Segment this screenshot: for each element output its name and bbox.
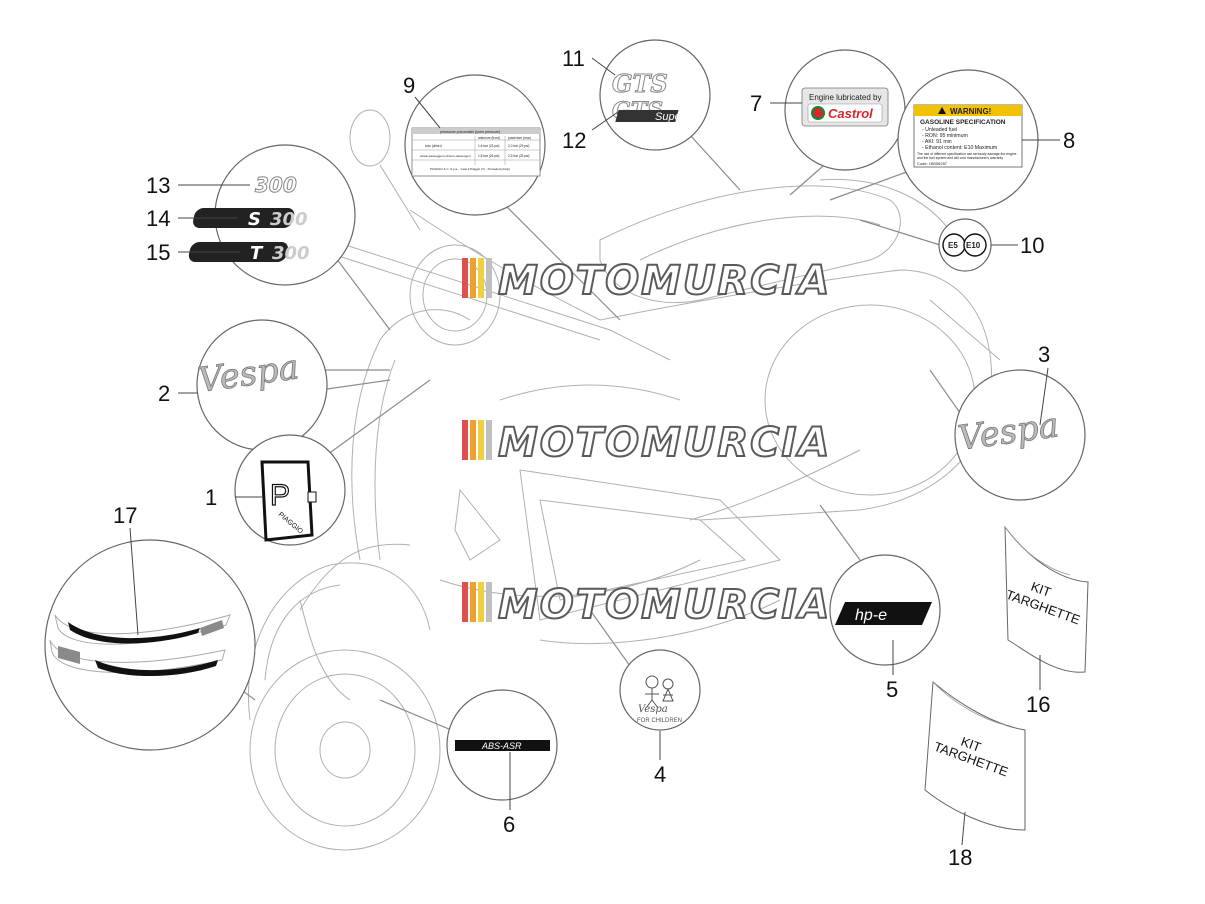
callout-8: 8: [1063, 128, 1075, 153]
svg-text:WARNING!: WARNING!: [950, 107, 991, 116]
svg-text:pilota+passeggero (driver+pass: pilota+passeggero (driver+passenger): [420, 154, 471, 158]
circle-4: [619, 649, 701, 731]
callout-4: 4: [654, 762, 666, 787]
watermarks: MOTOMURCIA MOTOMURCIA MOTOMURCIA: [462, 257, 831, 629]
circle-3: [954, 369, 1086, 501]
300-badges: 300 S 300 T 300: [188, 173, 310, 264]
kit-bag-16: KIT TARGHETTE: [1004, 525, 1089, 673]
scooter-drawing: [248, 109, 1001, 851]
circle-17: [44, 539, 256, 751]
callout-2: 2: [158, 381, 170, 406]
svg-text:FOR CHILDREN: FOR CHILDREN: [637, 718, 682, 724]
svg-text:2.0 bar (29 psi): 2.0 bar (29 psi): [508, 144, 529, 148]
callout-7: 7: [750, 91, 762, 116]
svg-text:- RON: 95 minimum: - RON: 95 minimum: [922, 133, 968, 139]
svg-text:The use of different specifica: The use of different specification can s…: [917, 152, 1017, 156]
gts-emblem: GTS: [612, 69, 668, 98]
svg-text:E10: E10: [966, 241, 981, 250]
circle-11-12: [599, 39, 711, 151]
t300-number: 300: [272, 243, 310, 264]
for-children-badge: Vespa FOR CHILDREN: [637, 675, 682, 724]
svg-text:- AKI: 91 min: - AKI: 91 min: [922, 139, 952, 145]
callout-10: 10: [1020, 233, 1044, 258]
kit-bag-18: KIT TARGHETTE: [924, 680, 1026, 831]
castrol-label: Engine lubricated by Castrol: [801, 87, 889, 127]
svg-text:GASOLINE SPECIFICATION: GASOLINE SPECIFICATION: [920, 119, 1006, 126]
svg-text:pressione pneumatici (tyres pr: pressione pneumatici (tyres pressure): [440, 130, 500, 134]
tyre-pressure-label: pressione pneumatici (tyres pressure) an…: [411, 127, 541, 177]
svg-text:PIAGGIO & C. S.p.a. - www.it P: PIAGGIO & C. S.p.a. - www.it Piaggio (V)…: [430, 167, 510, 171]
svg-text:posteriore (rear): posteriore (rear): [508, 136, 531, 140]
gts-emblems: GTS GTS Super: [612, 69, 686, 125]
callout-numbers: [129, 57, 1060, 846]
gasoline-warning-label: WARNING! GASOLINE SPECIFICATION - Unlead…: [913, 104, 1023, 168]
callout-16: 16: [1026, 692, 1050, 717]
s300-number: 300: [270, 209, 308, 230]
callout-5: 5: [886, 677, 898, 702]
svg-text:P: P: [270, 479, 290, 512]
watermark-text: MOTOMURCIA: [498, 420, 831, 466]
callout-11: 11: [562, 46, 585, 71]
callout-3: 3: [1038, 342, 1050, 367]
callout-17: 17: [113, 503, 137, 528]
svg-text:solo (driver): solo (driver): [425, 144, 442, 148]
kit-label: KIT: [959, 734, 983, 755]
svg-text:Code: 1B006257: Code: 1B006257: [917, 161, 948, 166]
svg-text:Engine lubricated by: Engine lubricated by: [809, 93, 882, 102]
callout-13: 13: [146, 173, 170, 198]
super-word: Super: [655, 111, 686, 123]
300-badge: 300: [255, 173, 297, 197]
svg-text:- Unleaded fuel: - Unleaded fuel: [922, 127, 957, 133]
callout-18: 18: [948, 845, 972, 870]
svg-text:E5: E5: [948, 241, 958, 250]
t300-t: T: [250, 243, 264, 264]
callout-15: 15: [146, 240, 170, 265]
callout-1: 1: [205, 485, 217, 510]
callout-6: 6: [503, 812, 515, 837]
e5-e10-label: E5 E10: [942, 233, 987, 257]
s300-s: S: [248, 209, 261, 230]
svg-text:Castrol: Castrol: [828, 106, 873, 121]
svg-text:2.3 bar (33 psi): 2.3 bar (33 psi): [508, 154, 529, 158]
watermark-text: MOTOMURCIA: [498, 582, 831, 628]
svg-text:ABS-ASR: ABS-ASR: [481, 741, 522, 751]
callout-9: 9: [403, 73, 415, 98]
svg-text:and the fuel system and will v: and the fuel system and will void manufa…: [917, 156, 1003, 160]
svg-text:Vespa: Vespa: [638, 704, 668, 715]
side-stripes: [49, 614, 231, 677]
svg-text:anteriore (front): anteriore (front): [478, 136, 500, 140]
svg-text:hp-e: hp-e: [855, 607, 887, 624]
svg-text:1.6 bar (23 psi): 1.6 bar (23 psi): [478, 144, 499, 148]
hpe-badge: hp-e: [835, 602, 932, 625]
svg-text:- Ethanol content: E10 Maximum: - Ethanol content: E10 Maximum: [922, 145, 997, 151]
svg-text:1.8 bar (26 psi): 1.8 bar (26 psi): [478, 154, 499, 158]
watermark-text: MOTOMURCIA: [498, 258, 831, 304]
callout-labels: 1 2 3 4 5 6 7 8 9 10 11 12 13 14 15 16 1…: [113, 46, 1075, 870]
callout-12: 12: [562, 128, 586, 153]
abs-asr-badge: ABS-ASR: [455, 740, 550, 751]
kit-label: KIT: [1029, 579, 1053, 600]
piaggio-badge: P PIAGGIO: [260, 460, 317, 542]
callout-14: 14: [146, 206, 170, 231]
